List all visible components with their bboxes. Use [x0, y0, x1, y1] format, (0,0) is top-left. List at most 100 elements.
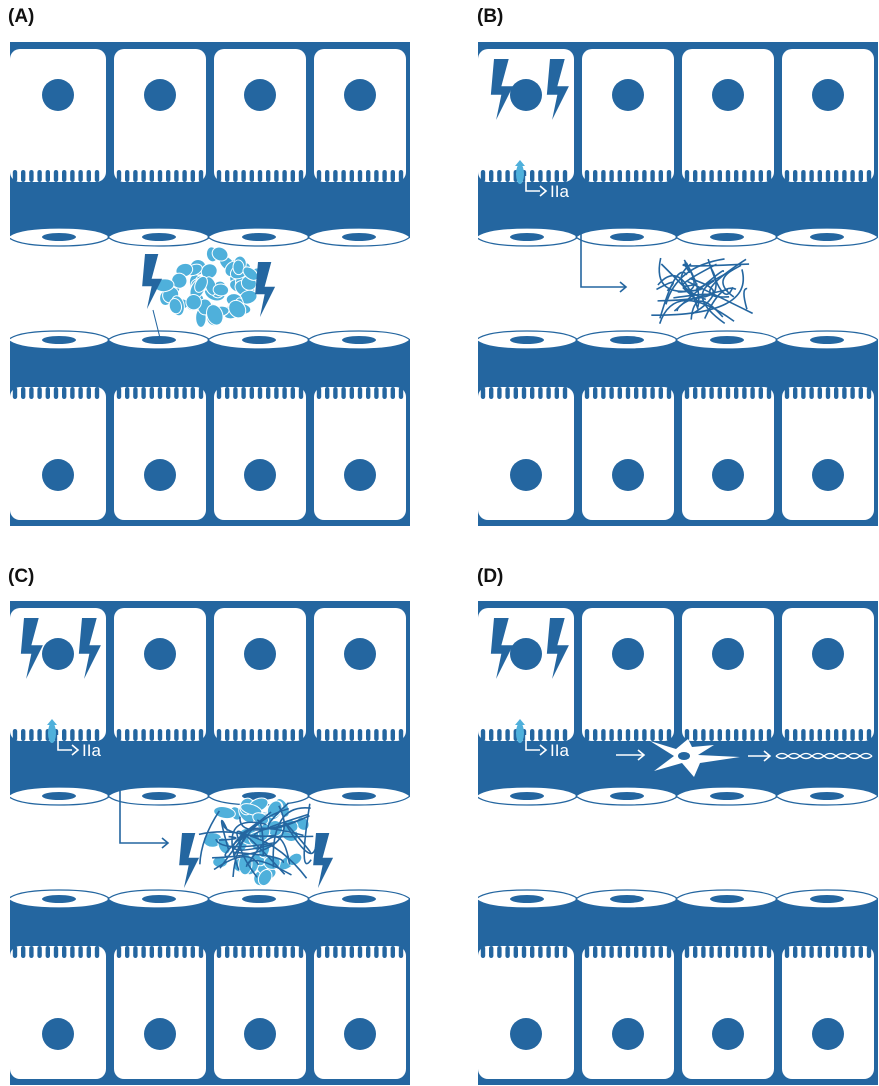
microvillus: [634, 170, 638, 182]
microvillus: [785, 946, 789, 958]
microvillus: [282, 170, 286, 182]
microvillus: [166, 170, 170, 182]
microvillus: [859, 729, 863, 741]
microvillus: [593, 170, 597, 182]
cell-nucleus: [812, 459, 844, 491]
microvillus: [150, 729, 154, 741]
microvillus: [809, 170, 813, 182]
microvillus: [834, 170, 838, 182]
microvillus: [358, 387, 362, 399]
microvillus: [250, 946, 254, 958]
microvillus: [667, 729, 671, 741]
microvillus: [299, 946, 303, 958]
microvillus: [809, 946, 813, 958]
microvillus: [150, 387, 154, 399]
microvillus: [70, 387, 74, 399]
microvillus: [709, 729, 713, 741]
cell-nucleus: [812, 1018, 844, 1050]
microvillus: [78, 729, 82, 741]
microvillus: [191, 387, 195, 399]
microvillus: [626, 946, 630, 958]
microvillus: [217, 170, 221, 182]
endothelial-nucleus: [710, 233, 744, 241]
microvillus: [759, 387, 763, 399]
microvillus: [489, 729, 493, 741]
microvillus: [13, 387, 17, 399]
microvillus: [834, 946, 838, 958]
microvillus: [481, 729, 485, 741]
microvillus: [650, 170, 654, 182]
microvillus: [642, 387, 646, 399]
lower-epithelium: [10, 890, 410, 1085]
microvillus: [233, 946, 237, 958]
epithelial-cell: [682, 946, 774, 1079]
microvillus: [150, 170, 154, 182]
microvillus: [826, 946, 830, 958]
microvillus: [258, 946, 262, 958]
microvillus: [834, 387, 838, 399]
microvillus: [341, 170, 345, 182]
microvillus: [78, 170, 82, 182]
microvillus: [125, 387, 129, 399]
epithelial-cell: [114, 608, 206, 741]
microvillus: [497, 946, 501, 958]
microvillus: [199, 946, 203, 958]
microvillus: [333, 170, 337, 182]
cell-nucleus: [144, 459, 176, 491]
microvillus: [291, 729, 295, 741]
epithelial-cell: [214, 946, 306, 1079]
microvillus: [325, 170, 329, 182]
microvillus: [166, 387, 170, 399]
panel-b-diagram: IIa: [478, 42, 878, 526]
endothelial-nucleus: [342, 792, 376, 800]
microvillus: [382, 387, 386, 399]
microvillus: [374, 946, 378, 958]
microvillus: [618, 387, 622, 399]
epithelial-cell: [478, 387, 574, 520]
epithelial-cell: [478, 946, 574, 1079]
endothelial-nucleus: [42, 336, 76, 344]
microvillus: [141, 170, 145, 182]
microvillus: [37, 729, 41, 741]
microvillus: [609, 729, 613, 741]
microvillus: [29, 946, 33, 958]
microvillus: [709, 387, 713, 399]
microvillus: [514, 946, 518, 958]
microvillus: [555, 170, 559, 182]
microvillus: [546, 729, 550, 741]
upper-epithelium: [478, 601, 878, 805]
thrombin-droplet: [516, 723, 524, 743]
microvillus: [299, 729, 303, 741]
microvillus: [182, 946, 186, 958]
microvillus: [634, 387, 638, 399]
fibroblast-nucleus: [678, 752, 690, 760]
microvillus: [767, 729, 771, 741]
microvillus: [693, 729, 697, 741]
microvillus: [793, 170, 797, 182]
microvillus: [282, 729, 286, 741]
microvillus: [133, 946, 137, 958]
microvillus: [626, 729, 630, 741]
microvillus: [759, 729, 763, 741]
microvillus: [250, 387, 254, 399]
thrombin-droplet: [516, 164, 524, 184]
microvillus: [274, 729, 278, 741]
microvillus: [530, 946, 534, 958]
microvillus: [391, 387, 395, 399]
microvillus: [250, 170, 254, 182]
microvillus: [593, 729, 597, 741]
microvillus: [70, 170, 74, 182]
cell-nucleus: [244, 459, 276, 491]
cell-nucleus: [510, 638, 542, 670]
microvillus: [850, 387, 854, 399]
cell-nucleus: [812, 79, 844, 111]
microvillus: [366, 170, 370, 182]
microvillus: [37, 946, 41, 958]
thrombin-label: IIa: [550, 182, 569, 201]
microvillus: [225, 387, 229, 399]
microvillus: [325, 946, 329, 958]
microvillus: [734, 946, 738, 958]
cell-nucleus: [244, 79, 276, 111]
microvillus: [191, 946, 195, 958]
microvillus: [54, 946, 58, 958]
